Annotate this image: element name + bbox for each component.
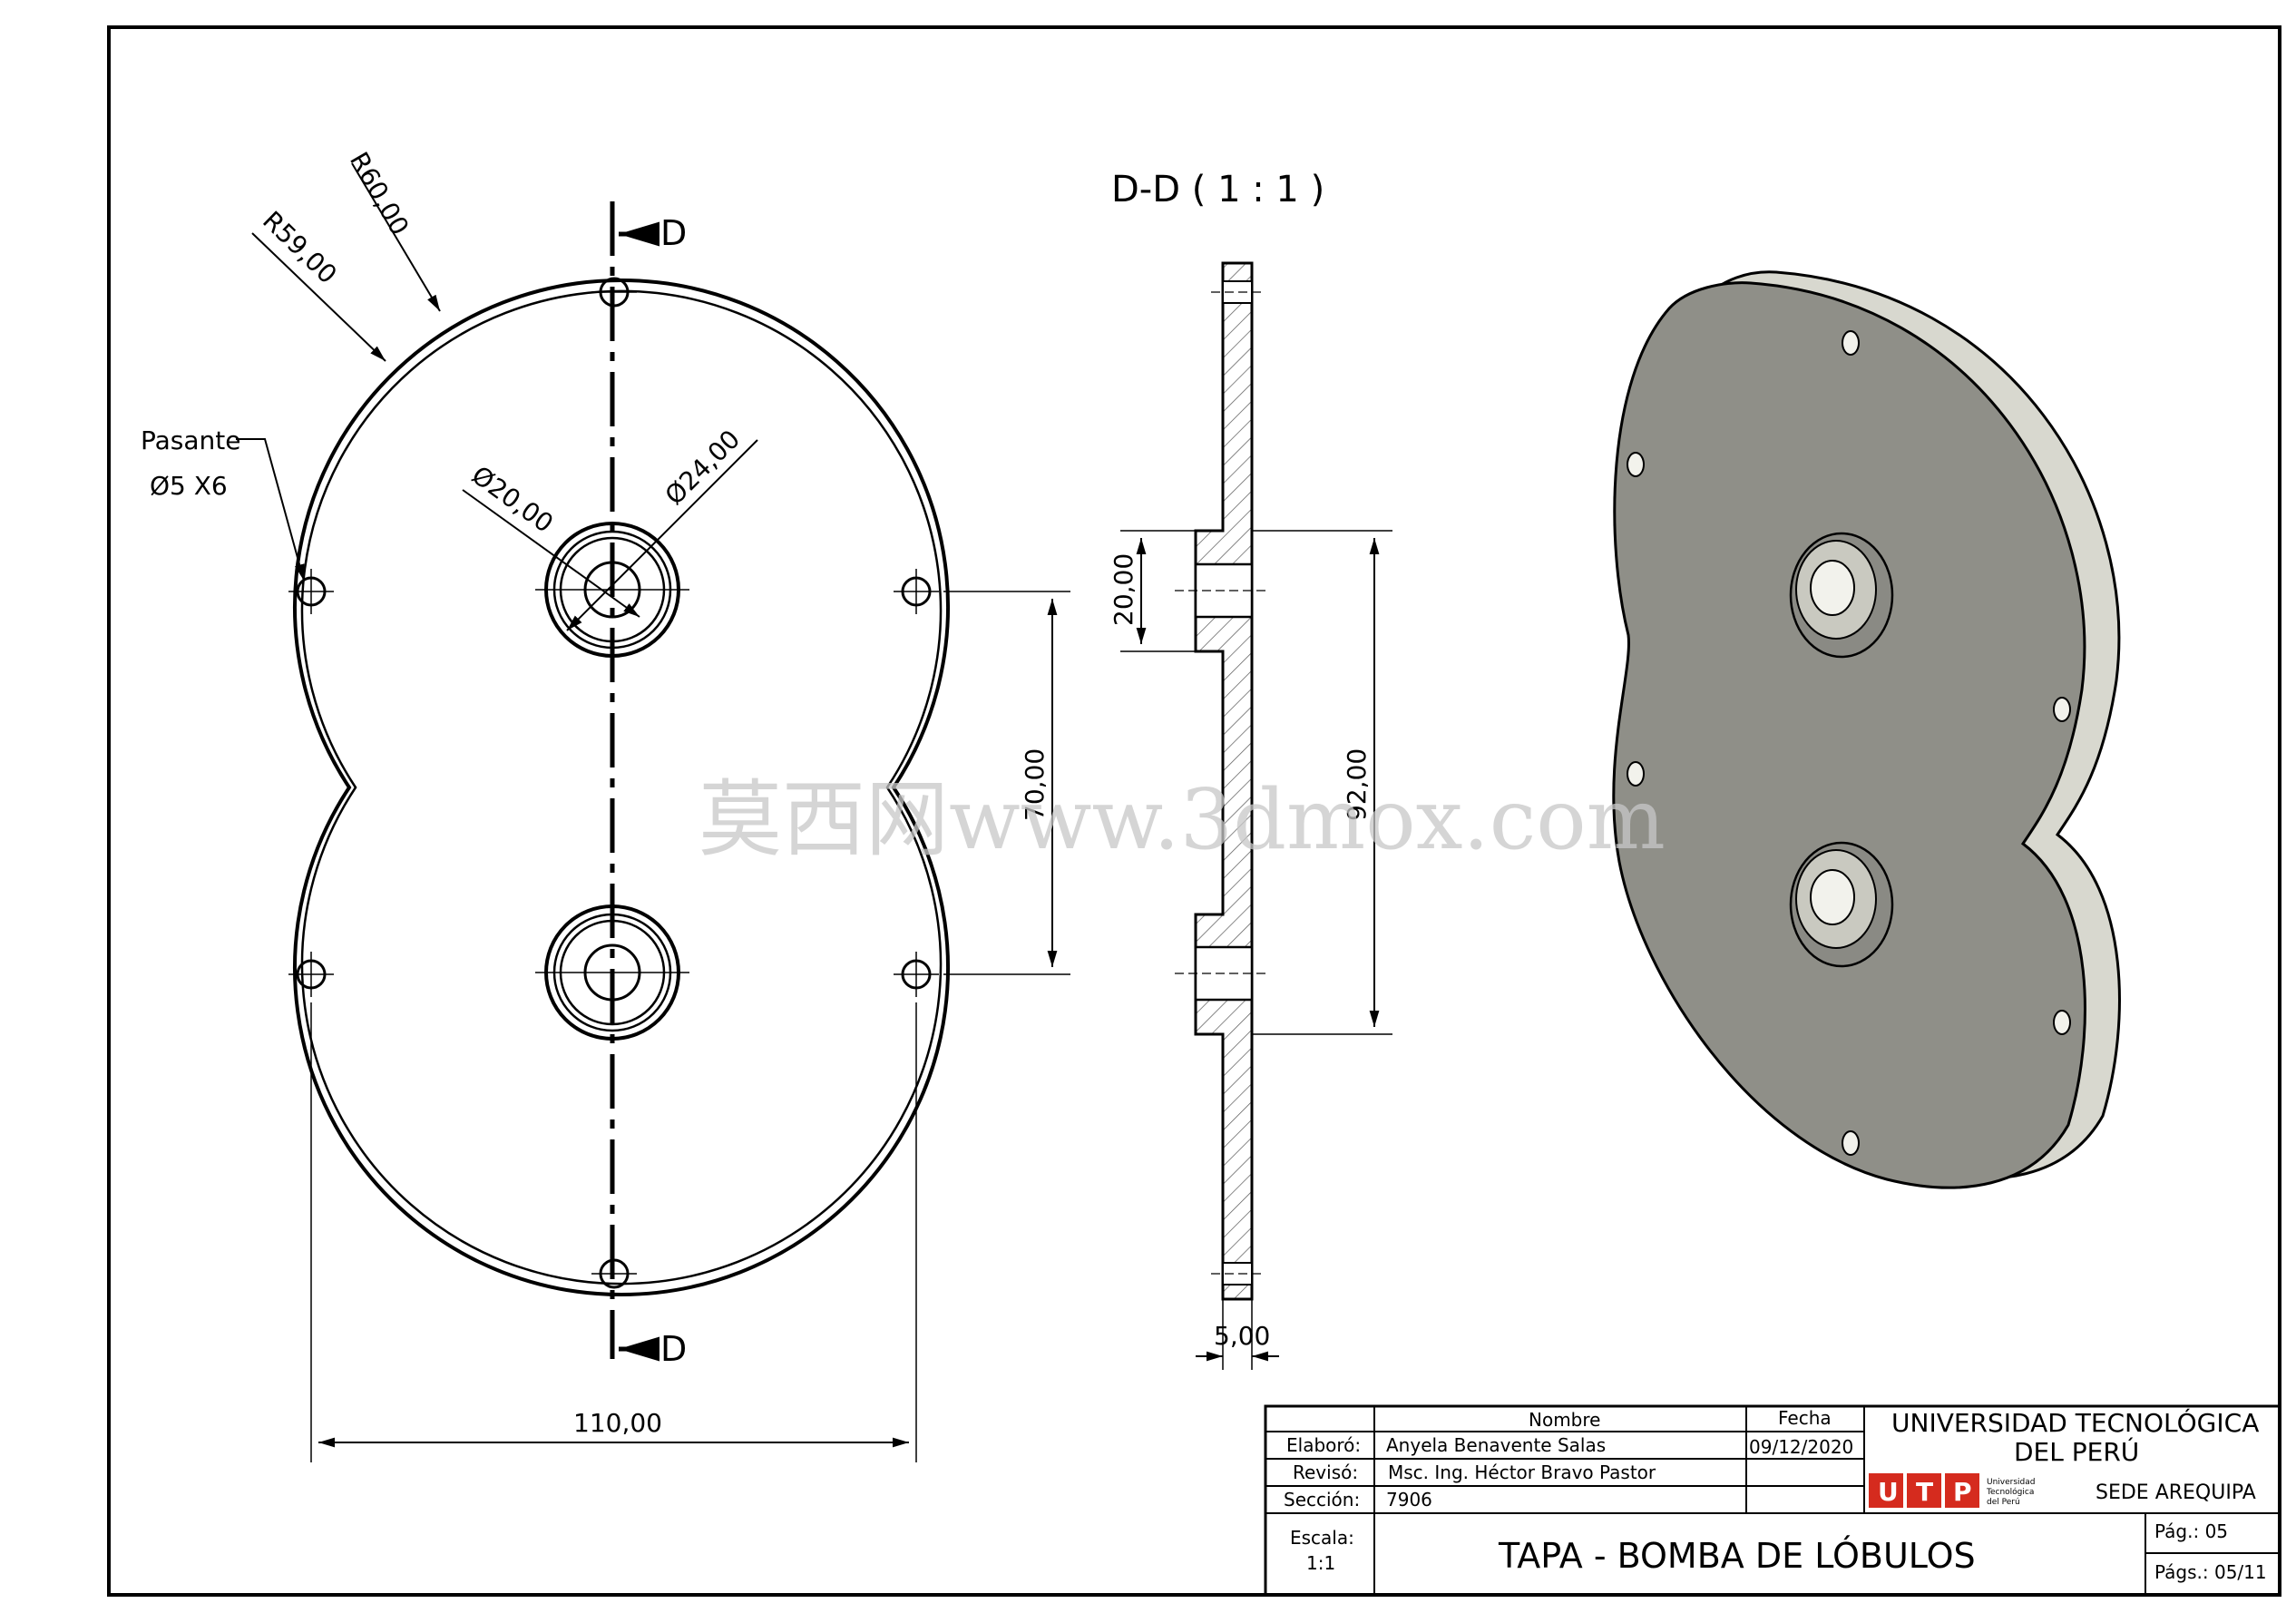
tb-pags: Págs.: 05/11 (2154, 1561, 2267, 1583)
d20-leader (462, 489, 640, 618)
svg-text:del Perú: del Perú (1987, 1498, 2020, 1507)
svg-text:P: P (1953, 1477, 1972, 1507)
r60-leader (351, 162, 441, 312)
utp-logo: U T P Universidad Tecnológica del Perú (1869, 1473, 2036, 1508)
dim-110-label: 110,00 (573, 1408, 662, 1438)
tb-reviso-label: Revisó: (1293, 1461, 1358, 1483)
d24-label: Ø24,00 (659, 424, 747, 511)
tb-col-nombre: Nombre (1529, 1409, 1600, 1431)
hole-note-spec: Ø5 X6 (150, 471, 228, 501)
tb-elaboro-date: 09/12/2020 (1749, 1436, 1853, 1458)
iso-holes (1627, 330, 2071, 1156)
tb-seccion-value: 7906 (1386, 1489, 1432, 1510)
inner-profile (300, 289, 943, 1286)
tb-seccion-label: Sección: (1284, 1489, 1360, 1510)
tb-escala-label: Escala: (1290, 1527, 1354, 1549)
iso-boss-top (1789, 532, 1894, 659)
dim-5-label: 5,00 (1214, 1321, 1270, 1351)
title-block (1264, 1404, 2281, 1597)
hole-note-leader (236, 438, 305, 582)
iso-boss-bottom (1789, 841, 1894, 968)
svg-text:U: U (1878, 1477, 1899, 1507)
iso-face (1612, 281, 2086, 1189)
outer-profile (293, 279, 950, 1296)
bolt-holes (288, 277, 939, 1289)
d24-leader (566, 439, 758, 631)
boss-top (535, 522, 689, 658)
r59-leader (251, 232, 386, 362)
tb-university-line2: DEL PERÚ (2014, 1436, 2139, 1467)
boss-bottom (535, 904, 689, 1041)
tb-sede: SEDE AREQUIPA (2096, 1481, 2256, 1504)
dim-20-label: 20,00 (1109, 553, 1138, 626)
svg-text:Universidad: Universidad (1987, 1478, 2036, 1487)
svg-text:Tecnológica: Tecnológica (1986, 1487, 2034, 1497)
tb-elaboro-name: Anyela Benavente Salas (1386, 1434, 1606, 1456)
tb-col-fecha: Fecha (1778, 1407, 1832, 1429)
svg-text:T: T (1916, 1477, 1933, 1507)
dim-92-label: 92,00 (1342, 748, 1372, 821)
sheet-border (107, 25, 2281, 1597)
tb-escala-value: 1:1 (1306, 1552, 1335, 1574)
section-marker-top: D (660, 213, 687, 253)
title-block-text: Nombre Fecha Elaboró: Anyela Benavente S… (1284, 1407, 2267, 1583)
tb-drawing-title: TAPA - BOMBA DE LÓBULOS (1498, 1536, 1976, 1576)
tb-reviso-name: Msc. Ing. Héctor Bravo Pastor (1388, 1461, 1656, 1483)
hole-note-label: Pasante (141, 425, 240, 455)
dim-70-label: 70,00 (1020, 748, 1050, 821)
watermark: 莫西网www.3dmox.com (699, 771, 1666, 868)
tb-elaboro-label: Elaboró: (1286, 1434, 1361, 1456)
section-view: D-D ( 1 : 1 ) 20,00 92,00 5,00 (1109, 169, 1392, 1370)
section-marker-bottom: D (660, 1329, 687, 1369)
d20-label: Ø20,00 (466, 460, 559, 539)
tb-pag: Pág.: 05 (2154, 1520, 2228, 1542)
isometric-view (1612, 270, 2121, 1189)
r59-label: R59,00 (257, 205, 343, 289)
section-title: D-D ( 1 : 1 ) (1111, 169, 1324, 210)
r60-label: R60,00 (344, 147, 415, 240)
tb-university-line1: UNIVERSIDAD TECNOLÓGICA (1891, 1407, 2259, 1438)
